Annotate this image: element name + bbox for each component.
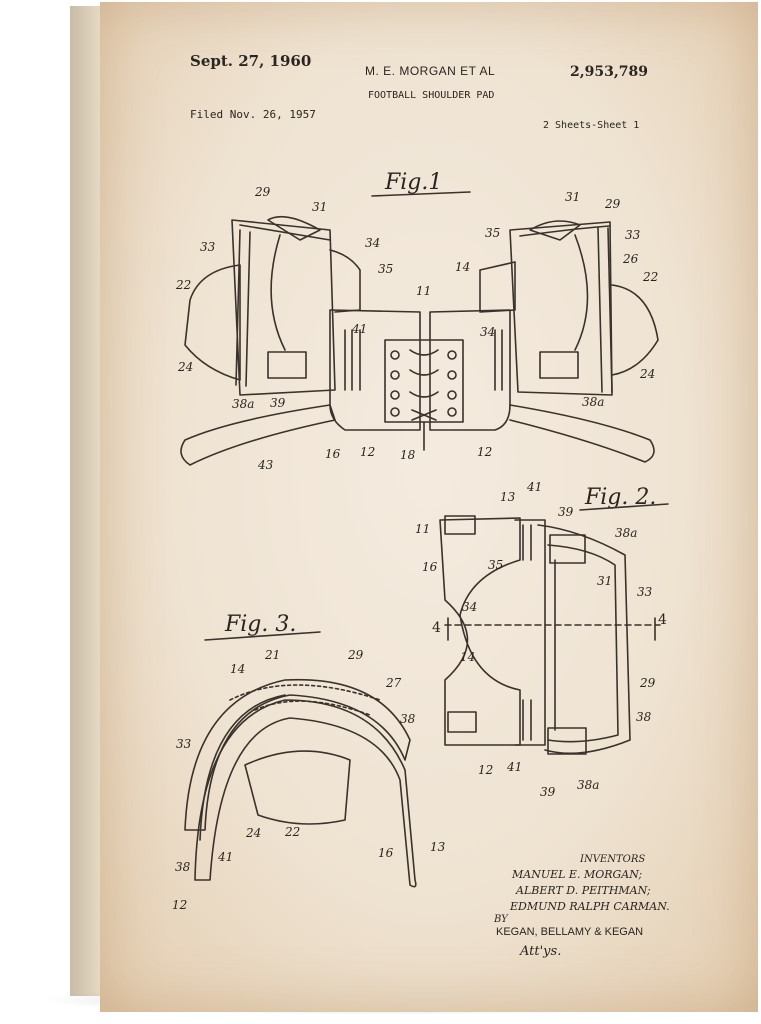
fig2-label: 14 — [460, 650, 476, 664]
patent-inventor: M. E. MORGAN ET AL — [365, 64, 496, 78]
fig3-cross-section — [184, 631, 417, 888]
fig1-label: 14 — [455, 260, 471, 274]
inventor-name: ALBERT D. PEITHMAN; — [516, 884, 651, 897]
canvas-side-edge — [70, 6, 100, 996]
fig1-label: 31 — [565, 190, 581, 204]
fig2-label: 41 — [507, 760, 523, 774]
fig1-label: 34 — [480, 325, 496, 339]
fig3-label: 14 — [230, 662, 246, 676]
fig2-label: 39 — [540, 785, 556, 799]
fig2-label: 12 — [478, 763, 494, 777]
fig2-label: 31 — [597, 574, 613, 588]
patent-date: Sept. 27, 1960 — [190, 52, 312, 70]
fig1-label: 38a — [232, 397, 255, 411]
attorneys-signature: Att'ys. — [520, 944, 562, 959]
fig1-label: 31 — [312, 200, 328, 214]
fig2-section-marker: 4 — [432, 620, 441, 636]
fig1-label: 22 — [176, 278, 192, 292]
fig1-label: 16 — [325, 447, 341, 461]
fig3-label: 38 — [400, 712, 416, 726]
fig1-label: 12 — [477, 445, 493, 459]
filed-date: Filed Nov. 26, 1957 — [190, 108, 316, 121]
fig1-label: 22 — [643, 270, 659, 284]
fig3-label: 13 — [430, 840, 446, 854]
fig2-label: 33 — [637, 585, 653, 599]
fig1-label: 12 — [360, 445, 376, 459]
fig1-label: 35 — [485, 226, 501, 240]
fig3-label: 24 — [246, 826, 262, 840]
patent-number: 2,953,789 — [570, 64, 648, 80]
fig1-left-pad — [180, 215, 421, 466]
fig1-label: 24 — [640, 367, 656, 381]
fig3-label: 22 — [285, 825, 301, 839]
fig1-label: 29 — [605, 197, 621, 211]
fig3-label: 12 — [172, 898, 188, 912]
fig1-lacing-plate — [384, 339, 464, 451]
patent-canvas — [100, 2, 758, 1012]
fig2-label: 29 — [640, 676, 656, 690]
fig1-label: 39 — [270, 396, 286, 410]
patent-title: FOOTBALL SHOULDER PAD — [368, 90, 495, 101]
fig3-label: 41 — [218, 850, 234, 864]
fig2-label: 11 — [415, 522, 431, 536]
fig2-label: 38 — [636, 710, 652, 724]
fig3-label: 33 — [176, 737, 192, 751]
fig1-title: Fig.1 — [385, 170, 443, 195]
fig1-label: 34 — [365, 236, 381, 250]
fig1-label: 41 — [352, 322, 368, 336]
fig1-label: 33 — [200, 240, 216, 254]
sheet-count: 2 Sheets-Sheet 1 — [543, 120, 640, 131]
fig1-label: 24 — [178, 360, 194, 374]
fig3-title: Fig. 3. — [225, 612, 297, 637]
fig2-section-marker: 4 — [658, 612, 667, 628]
inventors-heading: INVENTORS — [580, 854, 646, 865]
attorneys-name: KEGAN, BELLAMY & KEGAN — [496, 926, 644, 938]
fig1-label: 43 — [258, 458, 274, 472]
fig1-label: 11 — [416, 284, 432, 298]
fig3-label: 29 — [348, 648, 364, 662]
fig1-label: 29 — [255, 185, 271, 199]
fig1-right-pad — [429, 220, 659, 463]
fig1-label: 18 — [400, 448, 416, 462]
fig2-label: 39 — [558, 505, 574, 519]
by-label: BY — [494, 914, 508, 925]
fig3-label: 27 — [386, 676, 402, 690]
fig2-label: 34 — [462, 600, 478, 614]
fig2-side-view — [439, 503, 669, 755]
fig3-label: 38 — [175, 860, 191, 874]
fig2-label: 13 — [500, 490, 516, 504]
fig1-label: 35 — [378, 262, 394, 276]
fig3-label: 16 — [378, 846, 394, 860]
fig1-label: 38a — [582, 395, 605, 409]
fig2-label: 16 — [422, 560, 438, 574]
fig1-label: 33 — [625, 228, 641, 242]
fig1-label: 26 — [623, 252, 639, 266]
fig2-label: 35 — [488, 558, 504, 572]
inventor-name: EDMUND RALPH CARMAN. — [510, 900, 670, 913]
fig2-label: 41 — [527, 480, 543, 494]
inventor-name: MANUEL E. MORGAN; — [512, 868, 643, 881]
fig2-label: 38a — [577, 778, 600, 792]
fig2-label: 38a — [615, 526, 638, 540]
fig3-label: 21 — [265, 648, 281, 662]
